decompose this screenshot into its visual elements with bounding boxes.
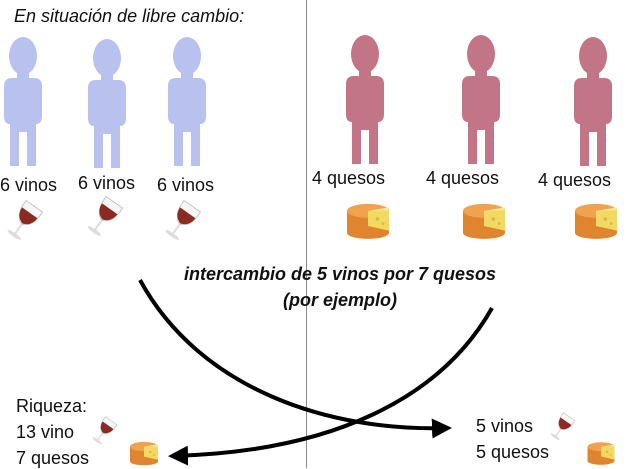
arrow-cheese-to-wine bbox=[168, 307, 494, 466]
wealth-title: Riqueza: bbox=[16, 396, 88, 416]
exchange-caption-note: (por ejemplo) bbox=[282, 290, 397, 310]
person-icon bbox=[342, 34, 388, 164]
wine-count-label: 6 vinos bbox=[78, 173, 136, 193]
person-icon bbox=[0, 36, 46, 166]
cheese-count-label: 4 quesos bbox=[312, 168, 386, 188]
person-icon bbox=[164, 36, 210, 166]
cheese-icon bbox=[586, 438, 616, 466]
person-icon bbox=[570, 36, 616, 166]
wine-glass-icon bbox=[162, 200, 202, 242]
wine-count-label: 6 vinos bbox=[157, 175, 215, 195]
person-icon bbox=[458, 34, 504, 164]
cheese-count-label: 4 quesos bbox=[426, 168, 500, 188]
result-wine: 5 vinos bbox=[476, 416, 534, 436]
cheese-icon bbox=[128, 438, 160, 466]
exchange-caption: intercambio de 5 vinos por 7 quesos bbox=[183, 264, 497, 284]
wine-glass-icon bbox=[548, 412, 576, 442]
wine-glass-icon bbox=[4, 200, 44, 242]
cheese-count-label: 4 quesos bbox=[538, 170, 612, 190]
wine-count-label: 6 vinos bbox=[0, 175, 58, 195]
vertical-divider bbox=[306, 0, 307, 468]
wealth-cheese: 7 quesos bbox=[16, 448, 90, 468]
heading: En situación de libre cambio: bbox=[14, 6, 245, 26]
cheese-icon bbox=[572, 198, 620, 240]
wine-glass-icon bbox=[84, 196, 124, 238]
cheese-icon bbox=[344, 198, 392, 240]
wealth-wine: 13 vino bbox=[16, 422, 75, 442]
wine-glass-icon bbox=[90, 416, 118, 446]
result-cheese: 5 quesos bbox=[476, 442, 550, 462]
cheese-icon bbox=[460, 198, 508, 240]
person-icon bbox=[84, 38, 130, 168]
